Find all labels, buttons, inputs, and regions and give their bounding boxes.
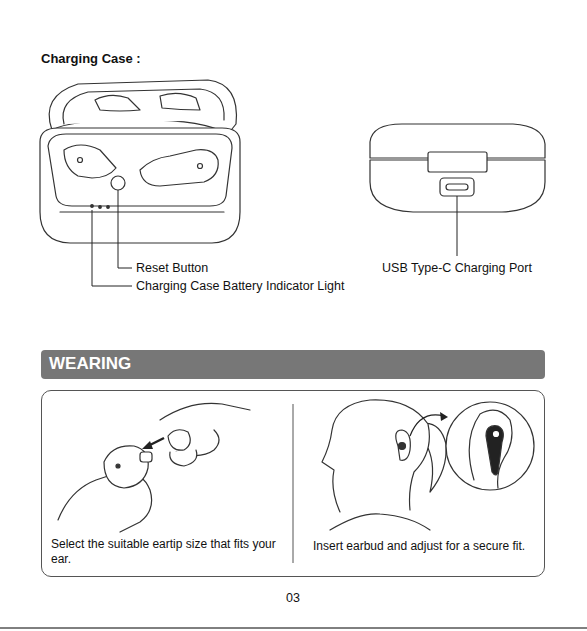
direction-arrow xyxy=(410,415,444,436)
earbud-cavity xyxy=(140,150,218,186)
shoulders xyxy=(330,514,430,530)
earbud-nozzle xyxy=(140,452,152,462)
hinge xyxy=(428,152,487,172)
indicator-dot xyxy=(91,205,94,208)
part-label: USB Type-C Charging Port xyxy=(382,261,532,276)
section-band: WEARING xyxy=(41,350,545,379)
usb-port-inner xyxy=(446,184,468,190)
lid-cavity xyxy=(160,93,200,110)
arrow-head xyxy=(440,412,448,421)
leader-line xyxy=(457,196,458,256)
panel-divider xyxy=(293,404,294,563)
finger xyxy=(170,450,197,466)
ear-detail xyxy=(469,410,512,488)
hand xyxy=(160,403,250,455)
charging-contact xyxy=(78,158,83,163)
instruction-caption: Select the suitable eartip size that fit… xyxy=(51,537,291,566)
indicator-dot xyxy=(107,206,110,209)
page-number: 03 xyxy=(286,591,300,606)
leader-line xyxy=(118,190,132,268)
instruction-panel: Select the suitable eartip size that fit… xyxy=(41,390,545,577)
case-base xyxy=(40,128,240,243)
earbud-detail-logo xyxy=(494,432,499,437)
arrow-head xyxy=(142,441,153,449)
charging-contact xyxy=(198,164,203,169)
reset-button xyxy=(111,176,125,190)
case-lid xyxy=(49,80,236,134)
detail-inset xyxy=(446,402,534,490)
section-title: WEARING xyxy=(49,354,349,375)
leader-line xyxy=(92,210,132,286)
lid-inner xyxy=(63,89,224,124)
instruction-caption: Insert earbud and adjust for a secure fi… xyxy=(313,539,539,554)
case-top-surface xyxy=(48,134,232,206)
case-front xyxy=(60,211,224,212)
head xyxy=(322,400,429,512)
earbud-cavity xyxy=(64,145,116,178)
lid-cavity xyxy=(95,95,140,111)
ear xyxy=(396,430,411,460)
page-rule xyxy=(0,628,587,629)
earbud-in-ear xyxy=(399,443,406,450)
part-label: Reset Button xyxy=(136,261,208,276)
section-heading: Charging Case : xyxy=(41,51,141,66)
indicator-dot xyxy=(99,206,102,209)
earbud-detail xyxy=(486,426,503,475)
part-label: Charging Case Battery Indicator Light xyxy=(136,279,344,294)
eartip xyxy=(168,430,190,450)
usb-port xyxy=(440,178,474,196)
earbud-logo xyxy=(116,464,120,468)
